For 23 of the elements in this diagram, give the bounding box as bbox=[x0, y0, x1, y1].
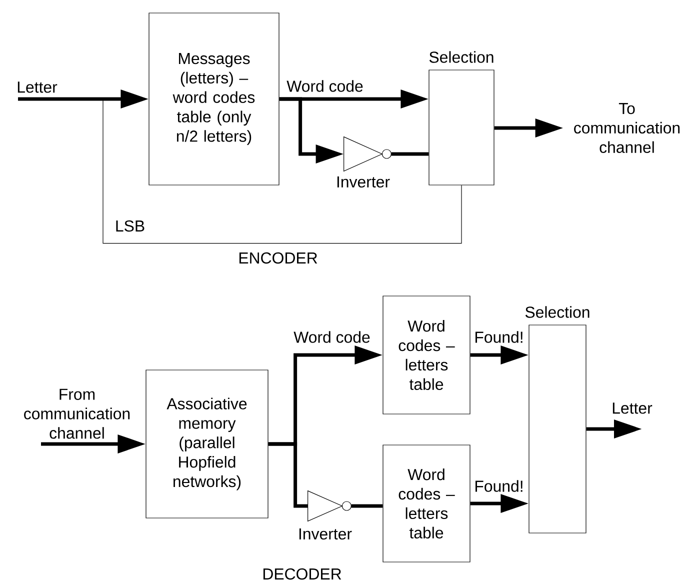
text-label: From communication channel bbox=[24, 388, 130, 439]
process-box: Associative memory (parallel Hopfield networks) bbox=[146, 370, 268, 518]
edge-label: Found! bbox=[473, 479, 525, 493]
connector-line bbox=[351, 504, 383, 508]
inverter-label: Inverter bbox=[299, 528, 352, 540]
text-label: Letter bbox=[612, 402, 652, 414]
process-box: Word codes – letters table bbox=[382, 444, 470, 562]
process-box: Word codes – letters table bbox=[382, 296, 470, 414]
section-title: ENCODER bbox=[239, 252, 318, 264]
box-heading: Selection bbox=[525, 306, 590, 318]
edge-label: Found! bbox=[473, 330, 525, 344]
connector-line bbox=[268, 442, 308, 508]
edge-label: Word code bbox=[292, 330, 372, 344]
connector-line bbox=[102, 98, 462, 244]
edge-label: Word code bbox=[286, 79, 364, 93]
inverter-label: Inverter bbox=[337, 176, 390, 188]
process-box: Messages (letters) – word codes table (only n/2 letters) bbox=[148, 12, 280, 186]
text-label: To communication channel bbox=[574, 103, 680, 153]
edge-label: LSB bbox=[114, 219, 146, 233]
box-heading: Selection bbox=[429, 51, 494, 63]
connector-line bbox=[391, 152, 429, 156]
section-title: DECODER bbox=[263, 568, 342, 580]
text-label: Letter bbox=[18, 82, 58, 93]
